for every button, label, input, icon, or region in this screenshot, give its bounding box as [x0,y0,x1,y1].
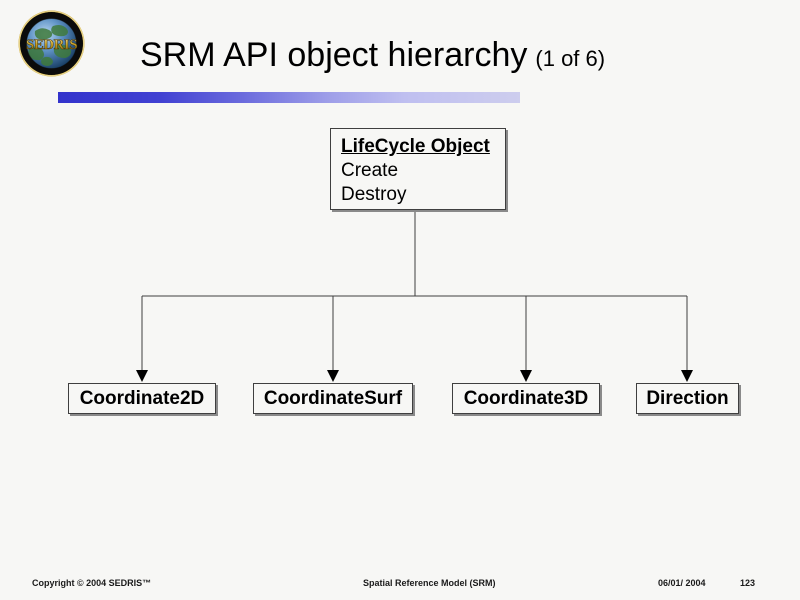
node-lifecycle-object-method-create: Create [341,160,399,181]
node-coordinate2d[interactable]: Coordinate2D [68,383,216,414]
svg-text:SEDRIS: SEDRIS [26,37,77,53]
page-title: SRM API object hierarchy (1 of 6) [140,36,760,84]
footer-copyright: Copyright © 2004 SEDRIS™ [32,578,152,588]
node-lifecycle-object[interactable]: LifeCycle Object Create Destroy [330,128,506,210]
page-title-main: SRM API object hierarchy [140,36,528,74]
node-coordinatesurf[interactable]: CoordinateSurf [253,383,413,414]
node-lifecycle-object-method-destroy: Destroy [341,184,407,205]
node-lifecycle-object-title: LifeCycle Object [341,136,490,157]
footer-page-number: 123 [740,578,756,588]
node-coordinate3d[interactable]: Coordinate3D [452,383,600,414]
sedris-logo-icon: SEDRIS [17,9,86,78]
footer-center-label: Spatial Reference Model (SRM) [363,578,496,588]
title-gradient-rule [58,92,520,103]
page-title-sub: (1 of 6) [535,46,606,71]
footer-date: 06/01/ 2004 [658,578,706,588]
node-direction[interactable]: Direction [636,383,739,414]
